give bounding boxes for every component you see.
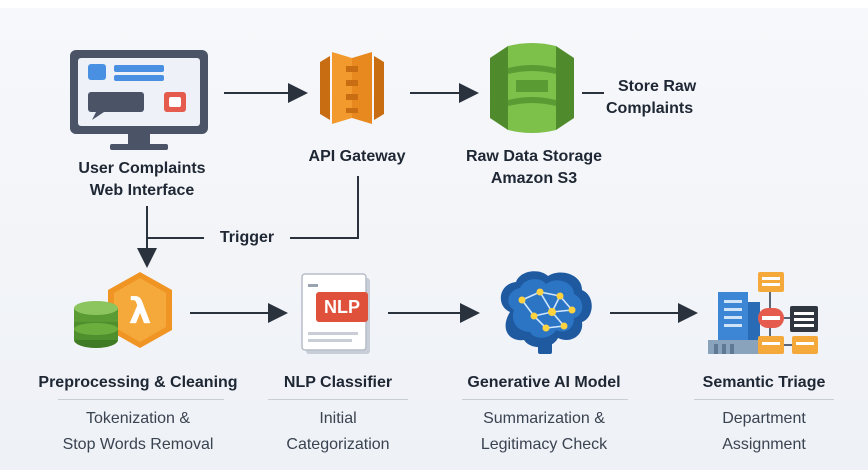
triage-node xyxy=(704,268,828,360)
genai-sub-line1: Summarization & xyxy=(483,410,605,427)
preprocess-sub-line2: Stop Words Removal xyxy=(62,436,214,453)
triage-divider xyxy=(694,399,834,400)
preprocess-node: λ xyxy=(72,270,182,356)
preprocess-sub-line1: Tokenization & xyxy=(85,410,191,427)
triage-sublabel: Department Assignment xyxy=(684,406,844,458)
nlp-label-text: NLP Classifier xyxy=(283,374,393,391)
preprocess-divider xyxy=(58,399,224,400)
svg-text:λ: λ xyxy=(129,291,152,332)
s3-label: Raw Data Storage Amazon S3 xyxy=(446,146,622,190)
web-interface-label-line1: User Complaints xyxy=(78,160,206,177)
trigger-label-text: Trigger xyxy=(219,229,275,246)
s3-bucket-icon xyxy=(490,43,574,133)
store-raw-note-line1: Store Raw xyxy=(618,78,697,95)
genai-label-text: Generative AI Model xyxy=(467,374,621,391)
api-gateway-icon xyxy=(320,52,384,124)
department-org-icon xyxy=(708,272,818,354)
nlp-document-icon xyxy=(301,273,370,354)
triage-label-text: Semantic Triage xyxy=(702,374,826,391)
web-interface-label-line2: Web Interface xyxy=(89,182,195,199)
triage-label: Semantic Triage xyxy=(684,372,844,394)
store-raw-note-line2: Complaints xyxy=(606,100,694,117)
lambda-database-icon: λ xyxy=(74,272,172,348)
api-gateway-label: API Gateway xyxy=(290,146,424,168)
web-interface-node xyxy=(68,48,210,152)
genai-sublabel: Summarization & Legitimacy Check xyxy=(446,406,642,458)
s3-node xyxy=(486,40,578,136)
nlp-label: NLP Classifier xyxy=(258,372,418,394)
nlp-icon-text: NLP xyxy=(324,297,360,317)
preprocess-sublabel: Tokenization & Stop Words Removal xyxy=(36,406,240,458)
api-gateway-label-text: API Gateway xyxy=(308,148,406,165)
line-api-trigger xyxy=(290,176,359,239)
genai-sub-line2: Legitimacy Check xyxy=(480,436,608,453)
trigger-label: Trigger xyxy=(204,228,290,248)
web-interface-label: User Complaints Web Interface xyxy=(58,158,226,202)
preprocess-label-text: Preprocessing & Cleaning xyxy=(38,374,238,391)
api-gateway-node xyxy=(316,48,388,128)
preprocess-label: Preprocessing & Cleaning xyxy=(36,372,240,394)
store-raw-note: Store Raw Complaints xyxy=(606,76,716,120)
genai-label: Generative AI Model xyxy=(446,372,642,394)
genai-divider xyxy=(462,399,628,400)
nlp-divider xyxy=(268,399,408,400)
genai-node xyxy=(490,266,600,356)
nlp-sub-line1: Initial xyxy=(319,410,357,427)
s3-label-line2: Amazon S3 xyxy=(490,170,578,187)
nlp-sub-line2: Categorization xyxy=(286,436,390,453)
s3-label-line1: Raw Data Storage xyxy=(465,148,603,165)
monitor-icon xyxy=(70,50,208,150)
triage-sub-line1: Department xyxy=(722,410,806,427)
triage-sub-line2: Assignment xyxy=(722,436,806,453)
nlp-node: NLP xyxy=(296,272,376,356)
nlp-sublabel: Initial Categorization xyxy=(258,406,418,458)
brain-network-icon xyxy=(500,271,592,354)
